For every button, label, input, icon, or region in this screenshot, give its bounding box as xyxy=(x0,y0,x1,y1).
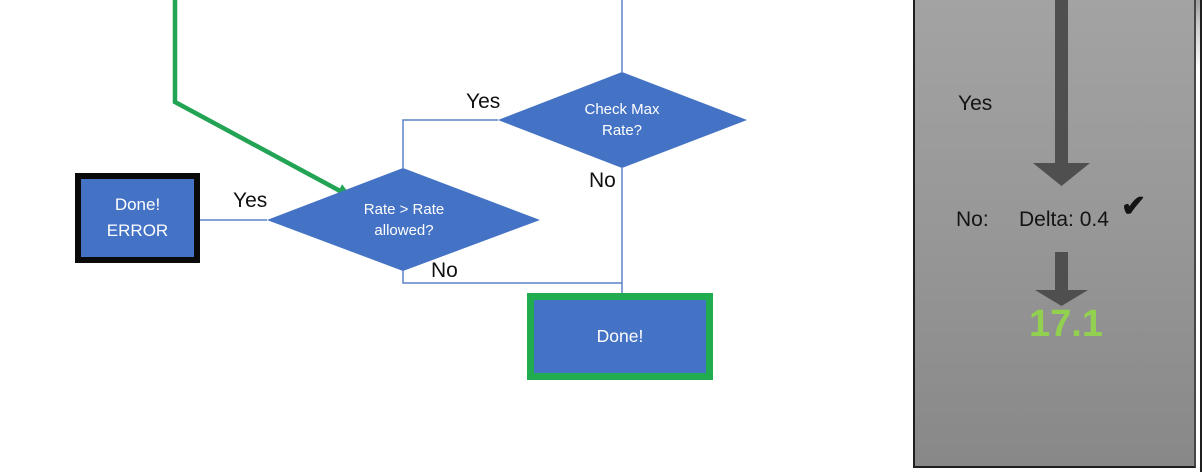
decision-diamond-check-max xyxy=(498,72,747,168)
done-node: Done! xyxy=(527,293,713,380)
checkmark-icon: ✔ xyxy=(1121,190,1147,223)
small-down-arrow-shaft xyxy=(1055,252,1068,291)
small-down-arrow-head-icon xyxy=(1035,290,1088,306)
branch-label-check-max-no: No xyxy=(589,169,616,192)
done-error-node: Done! ERROR xyxy=(75,173,200,263)
panel-yes-label: Yes xyxy=(958,92,993,115)
decision-diamond-rate xyxy=(267,168,540,271)
green-flow-line xyxy=(172,0,343,194)
done-error-line1: Done! xyxy=(114,194,161,214)
big-down-arrow-shaft xyxy=(1055,0,1068,164)
panel-arrows-canvas xyxy=(1033,0,1090,306)
branch-label-rate-yes: Yes xyxy=(233,189,268,212)
branch-label-check-max-yes: Yes xyxy=(466,90,501,113)
big-down-arrow-head-icon xyxy=(1033,163,1090,186)
right-edge-gap xyxy=(1196,0,1200,472)
done-label: Done! xyxy=(596,326,644,346)
panel-delta-value: Delta: 0.4 xyxy=(1019,208,1109,231)
connector-rate-no-to-done xyxy=(402,271,622,284)
branch-label-rate-no: No xyxy=(431,259,458,282)
panel-result-value: 17.1 xyxy=(1029,303,1103,345)
right-edge-border xyxy=(1200,0,1202,472)
side-panel: Yes No: Delta: 0.4 ✔ 17.1 xyxy=(913,0,1196,468)
done-error-line2: ERROR xyxy=(106,221,169,240)
panel-no-label: No: xyxy=(956,208,989,231)
flowchart-canvas xyxy=(172,0,747,294)
connector-check-max-yes-to-rate xyxy=(402,119,498,168)
